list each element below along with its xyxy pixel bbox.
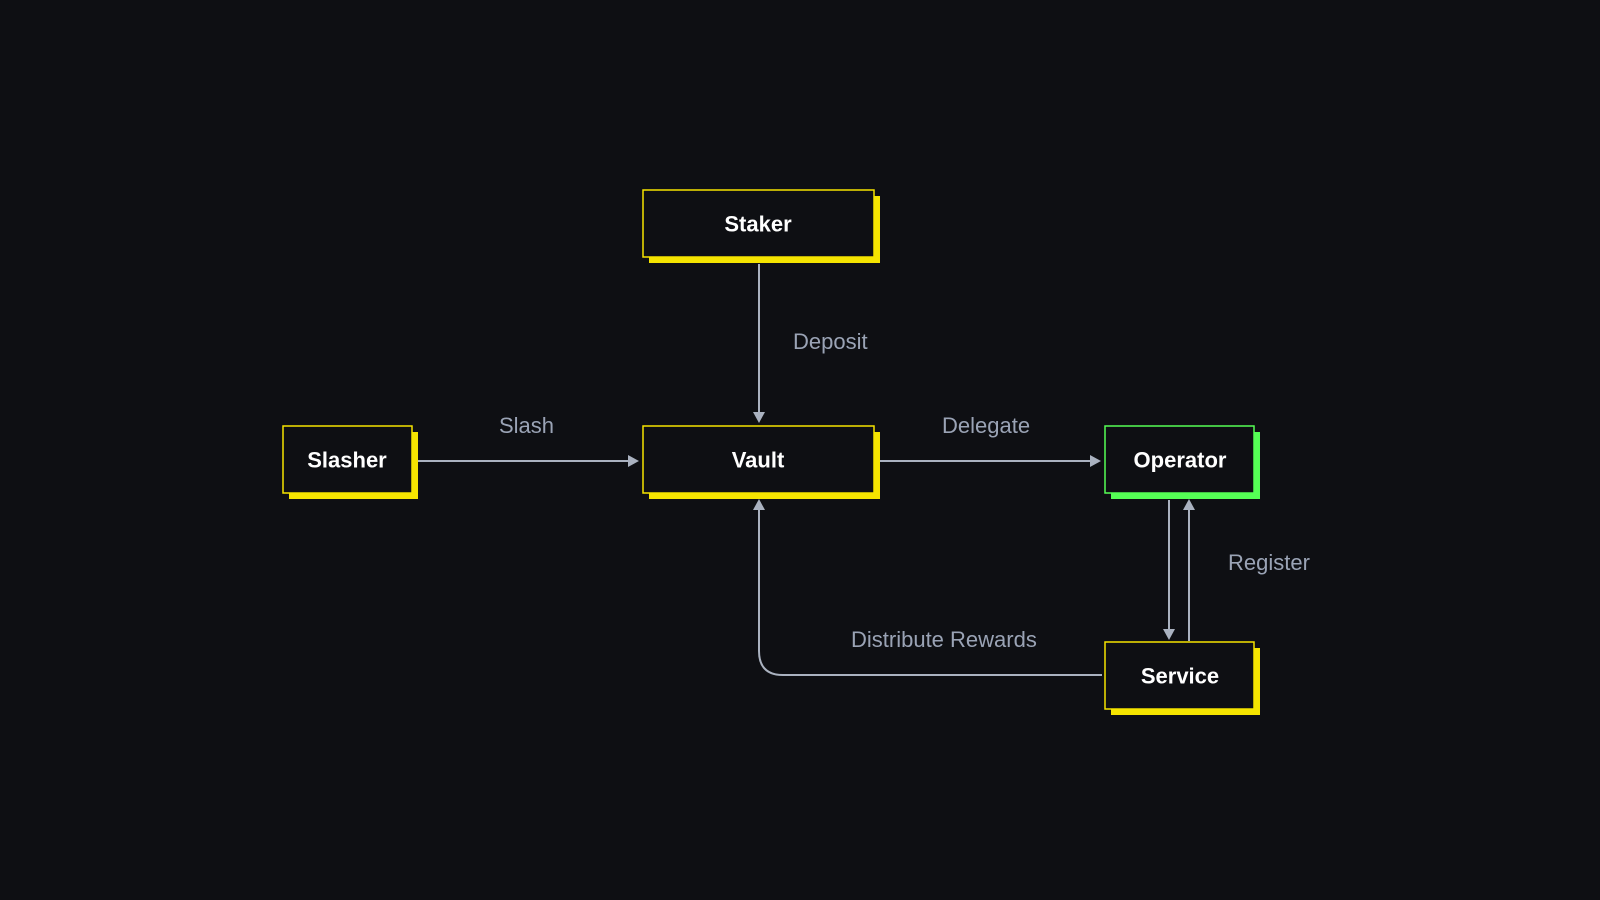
node-vault[interactable]: Vault: [642, 425, 880, 499]
edge-operator-to-service: [1163, 500, 1175, 640]
service-label: Service: [1141, 664, 1219, 689]
register-label: Register: [1228, 550, 1310, 575]
slasher-label: Slasher: [307, 448, 387, 473]
staker-label: Staker: [724, 212, 792, 237]
deposit-arrowhead: [753, 412, 765, 423]
vault-label: Vault: [732, 448, 785, 473]
service-box: [1104, 641, 1255, 710]
distribute-rewards-arrowhead: [753, 499, 765, 510]
vault-box: [642, 425, 875, 494]
edge-slash: Slash: [418, 413, 639, 467]
slash-arrowhead: [628, 455, 639, 467]
staker-box: [642, 189, 875, 258]
delegate-label: Delegate: [942, 413, 1030, 438]
slash-label: Slash: [499, 413, 554, 438]
edge-register: Register: [1183, 499, 1310, 641]
node-operator[interactable]: Operator: [1104, 425, 1260, 499]
operator-to-service-arrowhead: [1163, 629, 1175, 640]
operator-box: [1104, 425, 1255, 494]
deposit-label: Deposit: [793, 329, 868, 354]
distribute-rewards-line: [758, 510, 1102, 676]
node-staker[interactable]: Staker: [642, 189, 880, 263]
operator-label: Operator: [1134, 448, 1227, 473]
edge-delegate: Delegate: [879, 413, 1101, 467]
node-slasher[interactable]: Slasher: [282, 425, 418, 499]
edge-deposit: Deposit: [753, 264, 868, 423]
register-arrowhead: [1183, 499, 1195, 510]
edge-distribute-rewards: Distribute Rewards: [753, 499, 1102, 676]
distribute-rewards-label: Distribute Rewards: [851, 627, 1037, 652]
delegate-arrowhead: [1090, 455, 1101, 467]
node-service[interactable]: Service: [1104, 641, 1260, 715]
slasher-box: [282, 425, 413, 494]
